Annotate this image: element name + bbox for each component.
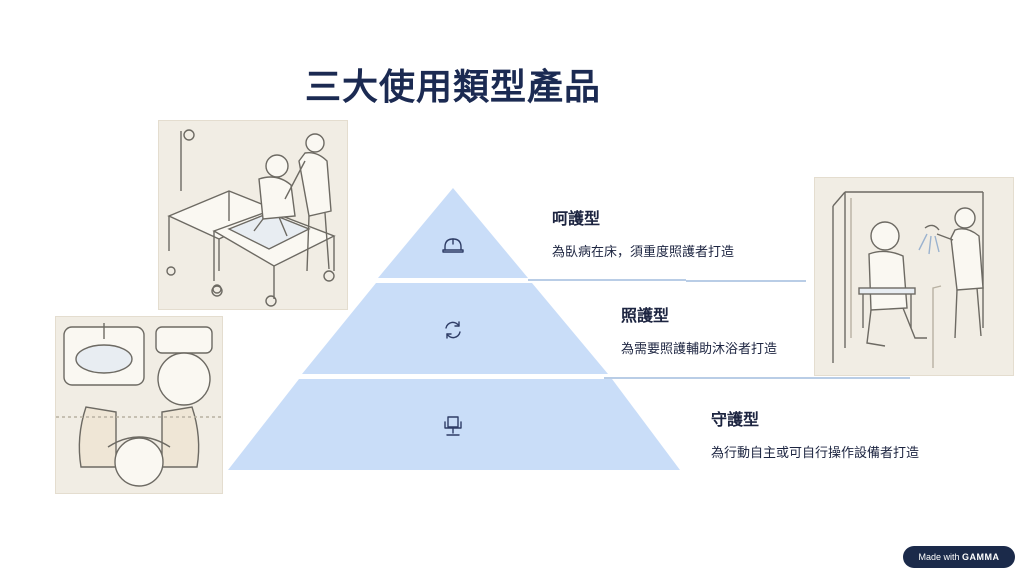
made-with-gamma-badge[interactable]: Made with GAMMA: [903, 546, 1015, 568]
helmet-icon: [442, 238, 464, 253]
tier-2-title: 照護型: [621, 306, 670, 325]
pyramid-diagram: [228, 188, 686, 470]
tier-3-text: 守護型 為行動自主或可自行操作設備者打造: [711, 406, 919, 461]
tier-1-description: 為臥病在床，須重度照護者打造: [552, 245, 735, 260]
shower-care-illustration: [814, 177, 1014, 376]
bathroom-illustration: [55, 316, 223, 494]
pyramid-tier-2: [302, 283, 608, 374]
tier-1-text: 呵護型 為臥病在床，須重度照護者打造: [552, 205, 734, 260]
tier-separator-extension-2: [686, 377, 910, 379]
tier-2-description: 為需要照護輔助沐浴者打造: [621, 342, 778, 357]
pyramid-tier-1: [378, 188, 528, 278]
tier-1-title: 呵護型: [552, 209, 601, 228]
tier-2-text: 照護型 為需要照護輔助沐浴者打造: [621, 302, 777, 357]
gamma-logo: GAMMA: [962, 552, 1000, 562]
pyramid-tier-3: [228, 379, 680, 470]
badge-prefix: Made with: [918, 552, 960, 562]
chair-icon: [444, 416, 462, 436]
bed-care-illustration: [158, 120, 348, 310]
tier-3-title: 守護型: [711, 410, 760, 429]
tier-3-description: 為行動自主或可自行操作設備者打造: [711, 446, 920, 461]
page-title: 三大使用類型產品: [305, 67, 602, 108]
tier-separator-extension-1: [686, 280, 806, 282]
refresh-icon: [445, 321, 461, 339]
